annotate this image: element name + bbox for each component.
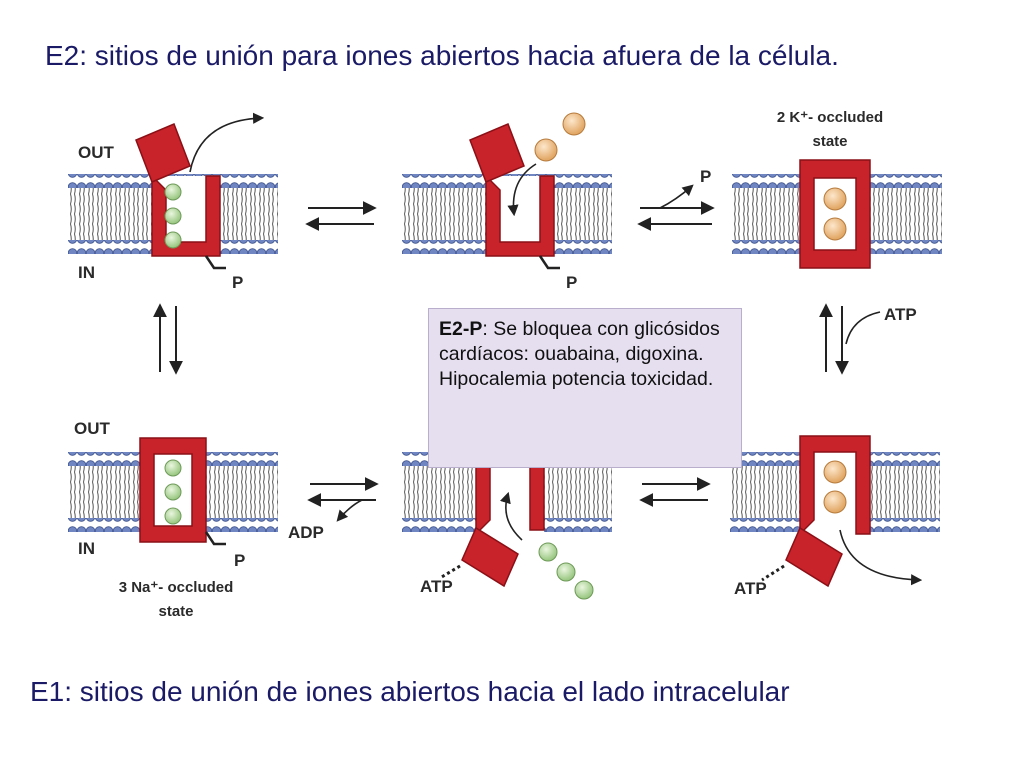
potassium-ion — [823, 460, 847, 484]
protein — [799, 435, 871, 536]
adp-label: ADP — [288, 523, 324, 542]
potassium-ion — [562, 112, 586, 136]
protein-occluded — [139, 437, 207, 543]
out-label: OUT — [78, 143, 115, 162]
equilibrium-arrow-left-vertical — [153, 303, 183, 375]
bottom-title: E1: sitios de unión de iones abiertos ha… — [30, 676, 790, 707]
protein-gate-open — [135, 123, 191, 183]
k-state-label-line2: state — [812, 133, 847, 150]
atp-label: ATP — [734, 579, 767, 598]
panel-na-occluded: OUT IN P 3 Na⁺- occluded state — [68, 419, 278, 620]
na-state-label-line2: state — [158, 603, 193, 620]
phosphate-label: P — [232, 273, 243, 292]
sodium-ion — [164, 183, 182, 201]
sodium-ion — [164, 207, 182, 225]
sodium-ion — [164, 507, 182, 525]
sodium-ion — [556, 562, 576, 582]
equilibrium-arrow-top-left — [305, 201, 377, 231]
panel-e1-na-binding: ATP — [402, 449, 612, 600]
sodium-ion — [164, 231, 182, 249]
sodium-ion — [538, 542, 558, 562]
sodium-ion — [574, 580, 594, 600]
equilibrium-arrow-bottom-left: ADP — [288, 477, 379, 542]
protein-gate-open — [785, 526, 843, 588]
na-state-label-line1: 3 Na⁺- occluded — [119, 579, 234, 596]
top-title: E2: sitios de unión para iones abiertos … — [45, 40, 839, 71]
equilibrium-arrow-bottom-right — [639, 477, 711, 507]
note-text: : Se bloquea con glicósidos cardíacos: o… — [439, 318, 720, 390]
k-state-label-line1: 2 K⁺- occluded — [777, 109, 883, 126]
atp-label: ATP — [884, 305, 917, 324]
potassium-ion — [823, 187, 847, 211]
potassium-ion — [823, 490, 847, 514]
equilibrium-arrow-right-vertical: ATP — [819, 303, 917, 375]
protein-occluded — [799, 159, 871, 269]
sodium-ion — [164, 483, 182, 501]
protein-gate-open — [469, 123, 525, 183]
note-term: E2-P — [439, 318, 483, 340]
out-label: OUT — [74, 419, 111, 438]
sodium-ion — [164, 459, 182, 477]
panel-k-occluded: 2 K⁺- occluded state — [732, 109, 942, 269]
in-label: IN — [78, 263, 95, 282]
potassium-ion — [823, 217, 847, 241]
potassium-ion — [534, 138, 558, 162]
protein-gate-open — [461, 526, 519, 588]
equilibrium-arrow-top-right: P — [637, 167, 715, 231]
phosphate-label: P — [234, 551, 245, 570]
phosphate-release-label: P — [700, 167, 711, 186]
panel-e2p-k-binding: P — [402, 112, 612, 292]
panel-e1-k-release: ATP — [730, 435, 940, 598]
atp-label: ATP — [420, 577, 453, 596]
phosphate-label: P — [566, 273, 577, 292]
panel-e2-open-out: OUT IN P — [68, 112, 278, 292]
note-box: E2-P: Se bloquea con glicósidos cardíaco… — [428, 308, 742, 468]
in-label: IN — [78, 539, 95, 558]
